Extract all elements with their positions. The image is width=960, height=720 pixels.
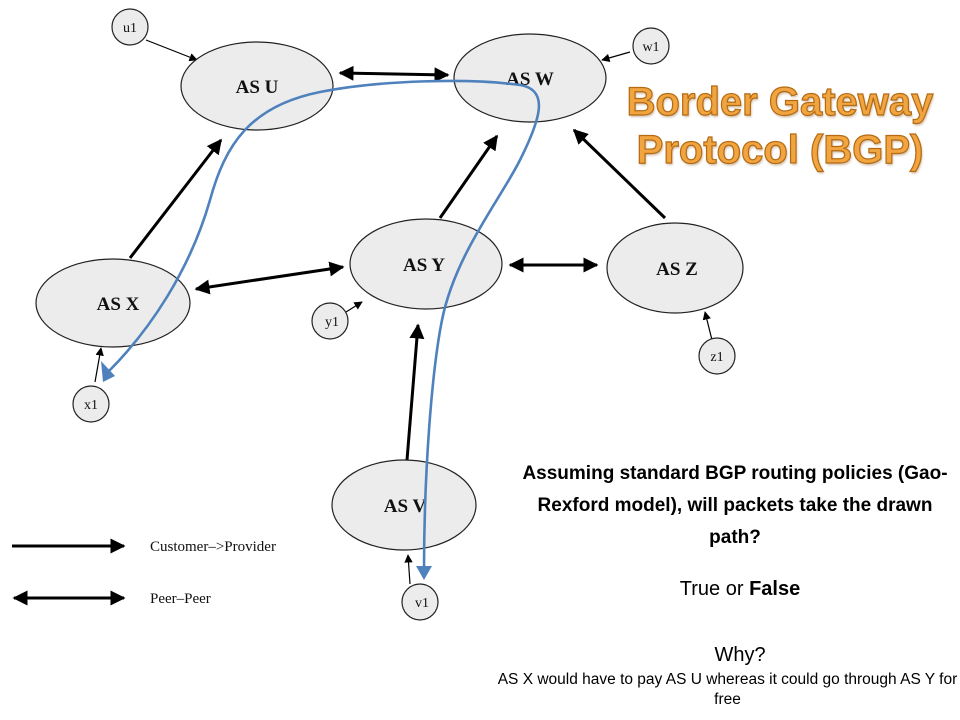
- drawn-path-arrowhead-v1: [416, 566, 432, 580]
- answer-true: True: [679, 578, 721, 600]
- node-as-z: AS Z: [606, 222, 744, 314]
- answer-line: True or False: [560, 578, 920, 601]
- leaf-y1-label: y1: [325, 315, 339, 330]
- node-as-x: AS X: [35, 258, 191, 348]
- edge-z-to-w: [572, 128, 667, 220]
- why-heading: Why?: [714, 644, 766, 666]
- node-as-y-label: AS Y: [403, 255, 445, 276]
- legend-customer-provider-label: Customer–>Provider: [150, 539, 276, 555]
- leaf-y1: y1: [311, 302, 349, 340]
- leaf-v1: v1: [401, 583, 439, 621]
- edge-w1-to-w: [601, 51, 631, 62]
- node-as-w: AS W: [453, 33, 607, 123]
- node-as-u: AS U: [180, 41, 334, 131]
- edge-u-w-peer: [338, 65, 450, 83]
- drawn-path-arrowhead-x1: [101, 361, 115, 382]
- node-as-u-label: AS U: [236, 77, 279, 98]
- answer-false: False: [749, 578, 801, 600]
- slide-title: Border Gateway Protocol (BGP): [626, 79, 934, 172]
- leaf-v1-label: v1: [415, 596, 429, 611]
- leaf-x1-label: x1: [84, 398, 98, 413]
- leaf-u1: u1: [111, 8, 149, 46]
- node-as-v-label: AS V: [384, 496, 427, 517]
- leaf-z1-label: z1: [710, 350, 723, 365]
- edge-y1-to-y: [345, 301, 363, 313]
- edge-v-to-y: [405, 323, 425, 461]
- leaf-w1-label: w1: [642, 40, 659, 55]
- node-as-v: AS V: [331, 459, 477, 551]
- node-as-y: AS Y: [349, 218, 503, 310]
- node-as-w-label: AS W: [506, 69, 554, 90]
- edge-z1-to-z: [702, 311, 713, 341]
- legend: Customer–>Provider Peer–Peer: [12, 538, 276, 607]
- leaf-w1: w1: [632, 27, 670, 65]
- edge-x-y-peer: [194, 261, 345, 295]
- drawn-path: [106, 79, 541, 574]
- leaf-u1-label: u1: [123, 21, 137, 36]
- edge-x-to-u: [128, 138, 223, 259]
- leaf-z1: z1: [698, 337, 736, 375]
- leaf-x1: x1: [72, 385, 110, 423]
- edge-y-to-w: [438, 134, 499, 219]
- edge-u1-to-u: [145, 39, 198, 62]
- node-as-x-label: AS X: [97, 294, 140, 315]
- explanation-text: AS X would have to pay AS U whereas it c…: [497, 671, 958, 708]
- edge-v1-to-v: [404, 554, 413, 585]
- answer-or: or: [725, 578, 744, 600]
- question-text: Assuming standard BGP routing policies (…: [522, 463, 948, 548]
- edge-x1-to-x: [94, 347, 104, 383]
- legend-peer-peer-label: Peer–Peer: [150, 591, 211, 607]
- node-as-z-label: AS Z: [656, 259, 698, 280]
